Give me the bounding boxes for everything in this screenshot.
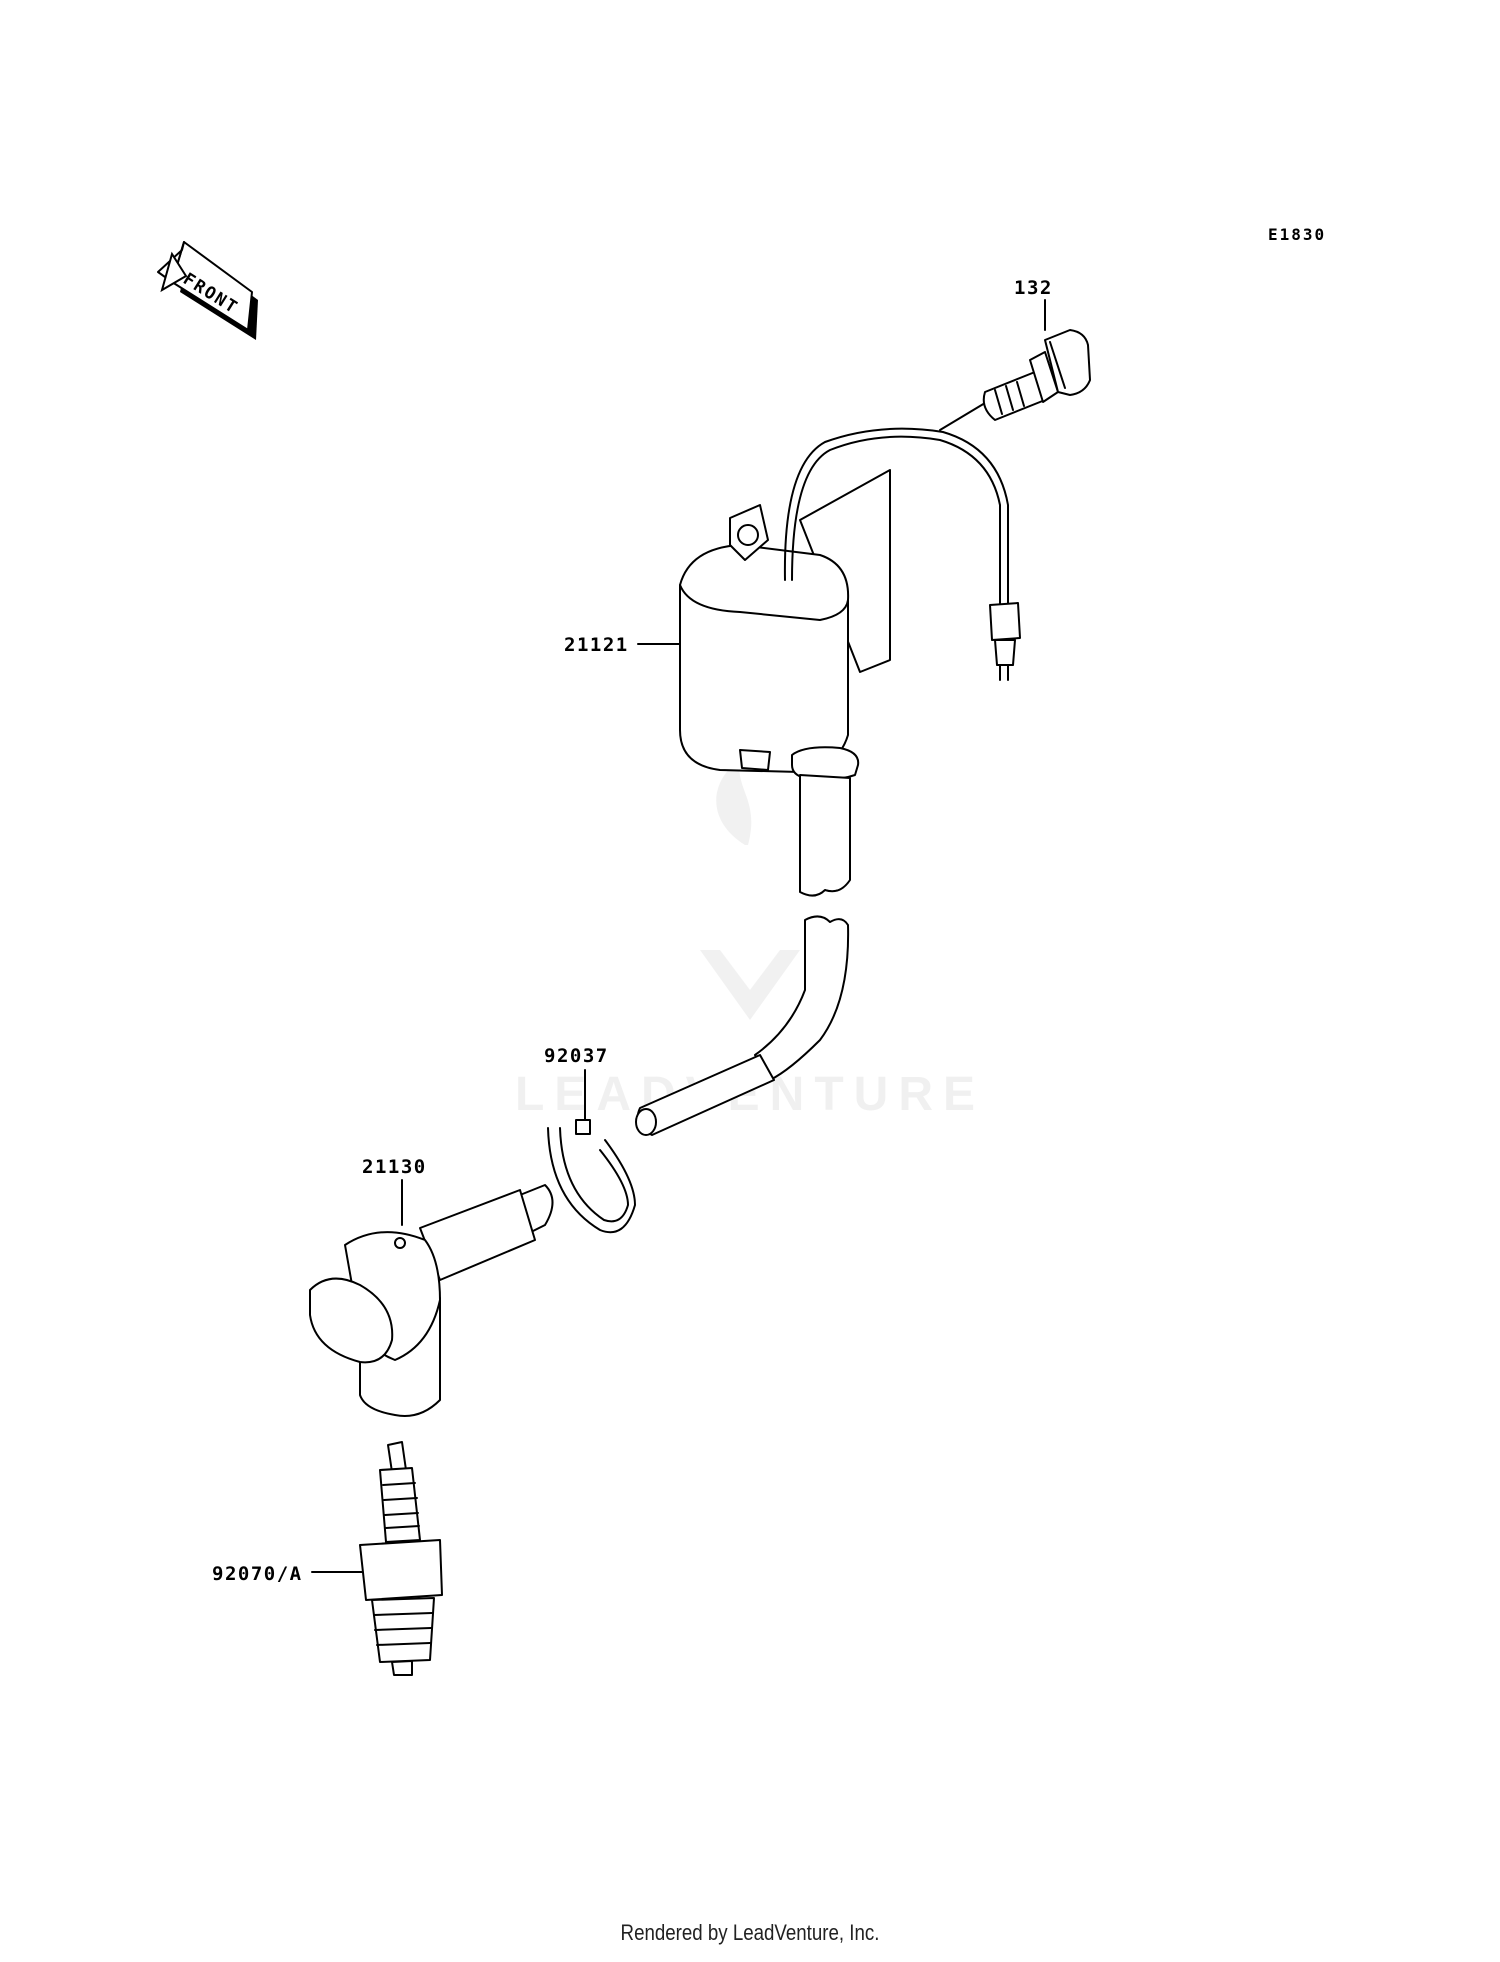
clamp-icon	[547, 1119, 636, 1234]
label-92037: 92037	[544, 1045, 609, 1067]
diagram-code: E1830	[1268, 225, 1326, 244]
front-arrow-icon: FRONT	[157, 241, 258, 340]
label-21130: 21130	[362, 1156, 427, 1178]
spark-plug-cap-icon	[309, 1184, 554, 1417]
label-92070a: 92070/A	[212, 1563, 303, 1585]
label-132: 132	[1014, 277, 1053, 299]
label-21121: 21121	[564, 634, 629, 656]
footer-credit: Rendered by LeadVenture, Inc.	[620, 1920, 880, 1945]
bolt-icon	[939, 329, 1091, 431]
ignition-coil-icon	[635, 427, 1021, 1136]
spark-plug-icon	[359, 1441, 443, 1676]
